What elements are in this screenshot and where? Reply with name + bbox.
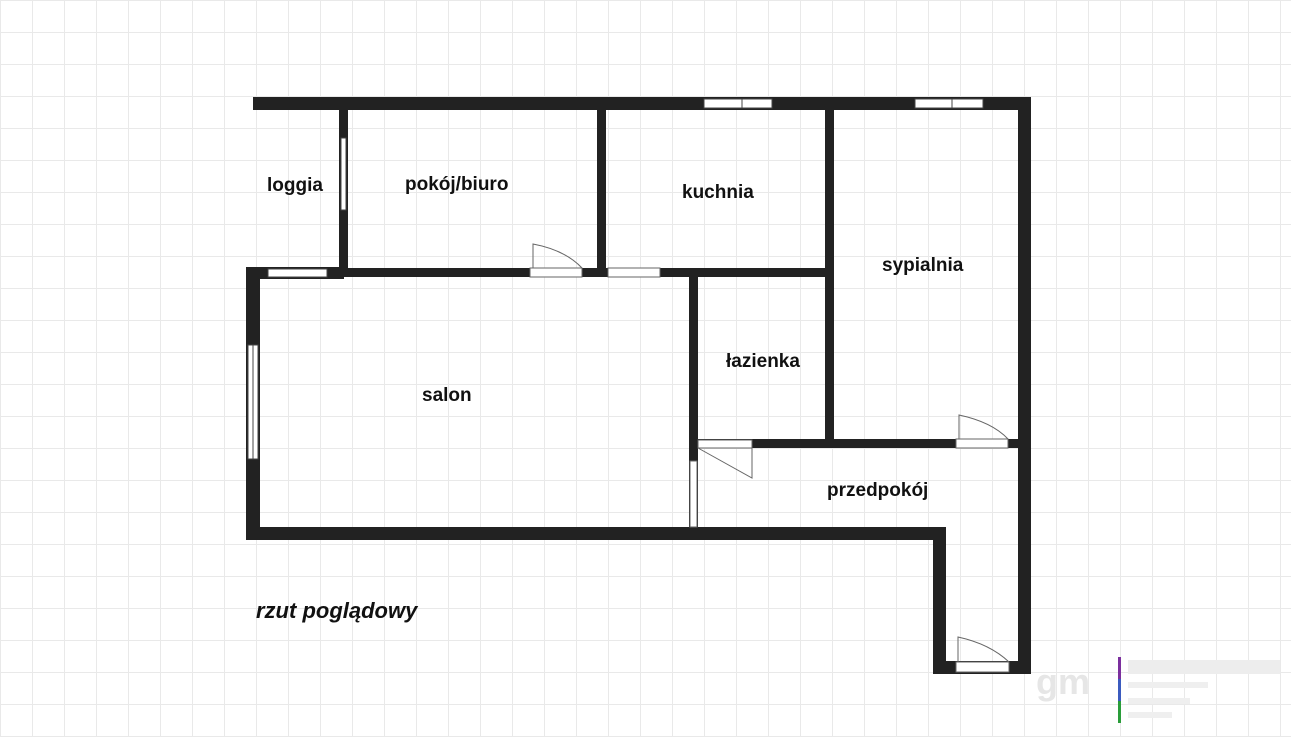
- wall-entry-left: [933, 527, 946, 674]
- wall-room-salon: [339, 268, 832, 277]
- window-bedroom: [914, 98, 984, 109]
- window-loggia-door: [340, 137, 347, 211]
- doors: [529, 243, 1010, 673]
- agency-logo-watermark: gm: [1036, 657, 1280, 723]
- room-label-lazienka: łazienka: [726, 351, 800, 372]
- room-label-sypialnia: sypialnia: [882, 255, 964, 276]
- wall-top: [253, 97, 1031, 110]
- door-opening-kitchen: [607, 267, 661, 278]
- wall-room-kitchen: [597, 97, 606, 277]
- door-swing-room: [532, 243, 583, 269]
- door-opening-salon: [689, 460, 698, 528]
- svg-text:gm: gm: [1036, 661, 1090, 702]
- wall-salon-bottom: [246, 527, 946, 540]
- plan-caption: rzut poglądowy: [256, 598, 418, 623]
- room-label-pokoj-biuro: pokój/biuro: [405, 174, 509, 195]
- wall-right: [1018, 97, 1031, 674]
- interior-walls: [339, 97, 1027, 538]
- room-label-przedpokoj: przedpokój: [827, 480, 929, 501]
- door-opening-entrance: [955, 661, 1010, 673]
- window-loggia-bottom: [267, 268, 328, 278]
- door-swing-bathroom: [697, 447, 753, 479]
- door-opening-room: [529, 267, 583, 278]
- door-swing-entrance: [957, 636, 1010, 663]
- logo-bar-green: [1118, 701, 1121, 723]
- logo-bar-purple: [1118, 657, 1121, 679]
- wall-bathroom-hall: [689, 439, 1027, 448]
- windows: [247, 98, 984, 460]
- wall-salon-bathroom: [689, 273, 698, 538]
- door-opening-bathroom: [697, 439, 753, 449]
- window-kitchen: [703, 98, 773, 109]
- room-label-loggia: loggia: [267, 175, 323, 196]
- room-label-kuchnia: kuchnia: [682, 182, 754, 203]
- door-swing-bedroom: [958, 414, 1009, 440]
- exterior-walls: [246, 97, 1031, 674]
- logo-bar-blue: [1118, 679, 1121, 701]
- room-label-salon: salon: [422, 385, 472, 406]
- door-opening-bedroom: [955, 438, 1009, 449]
